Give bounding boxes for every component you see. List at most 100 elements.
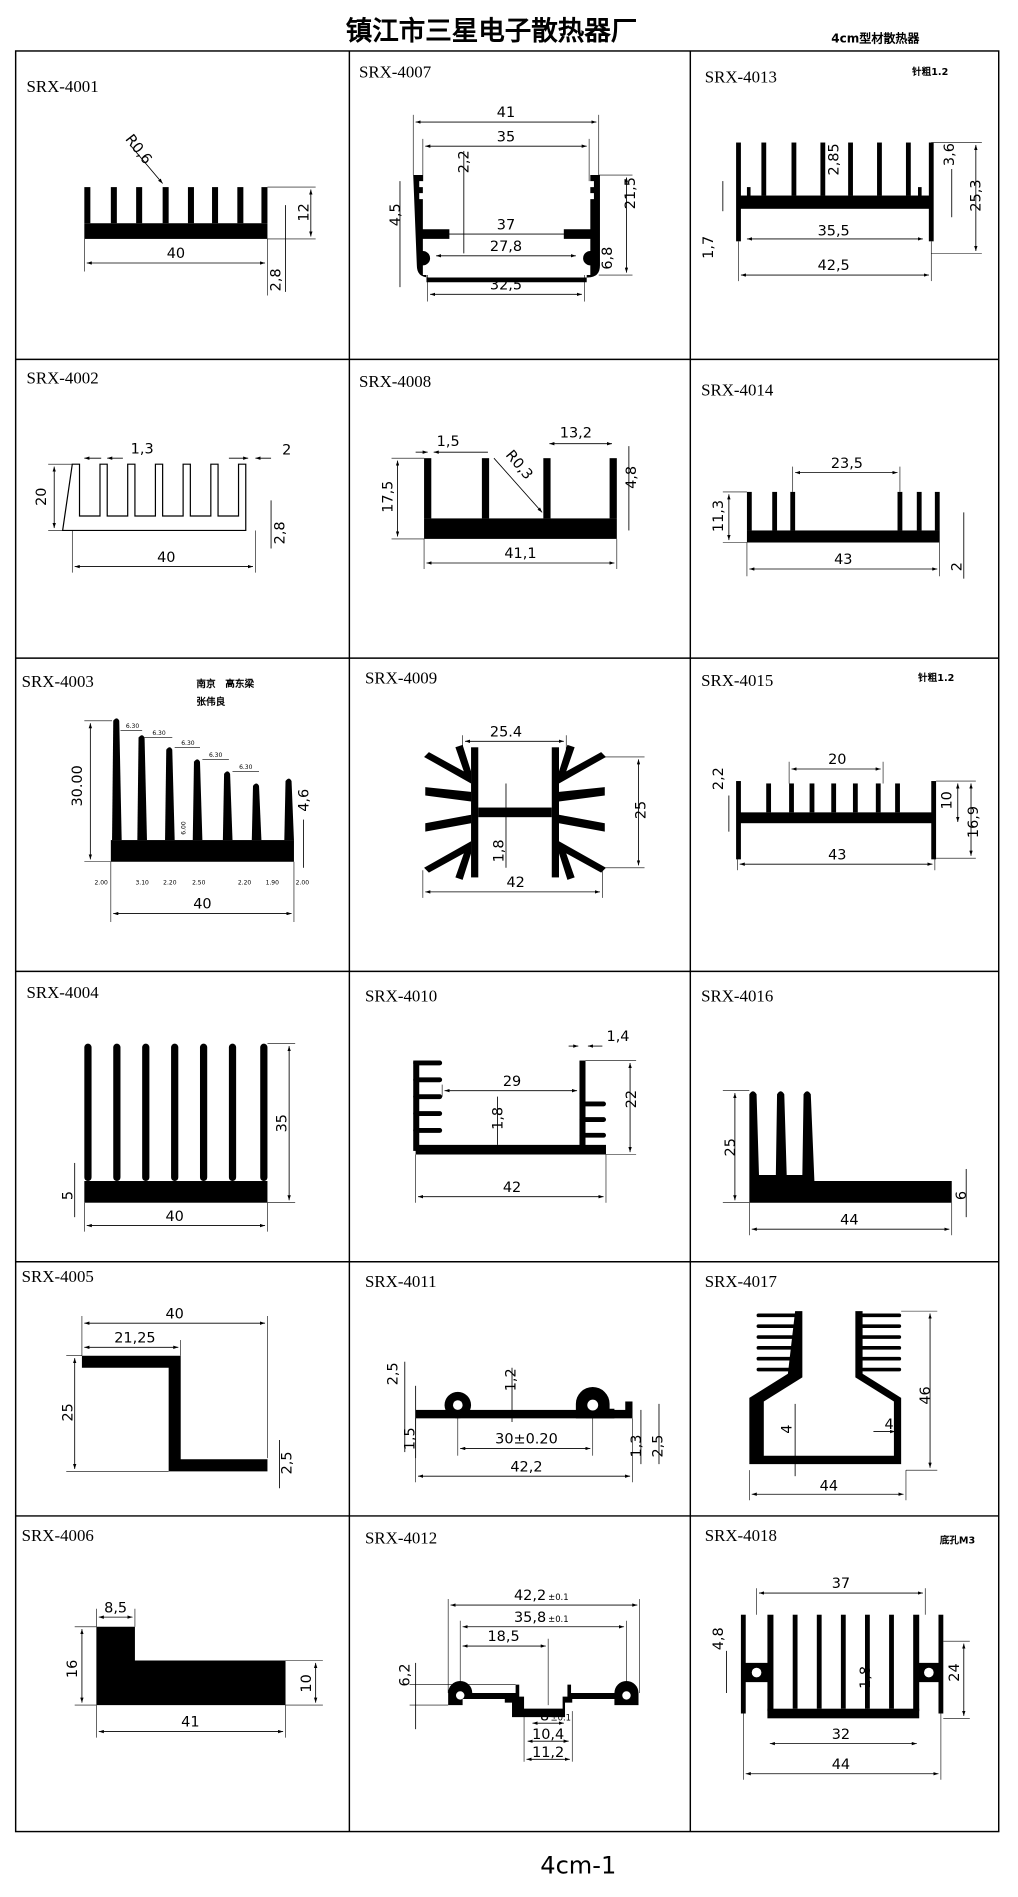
model-label: SRX-4003: [22, 672, 94, 691]
profile-drawing: [409, 1599, 641, 1762]
cell-srx-4016: SRX-4016 25 6 44: [701, 987, 970, 1236]
dim-10-4: 10,4: [532, 1727, 564, 1743]
page-subtitle: 4cm型材散热器: [831, 31, 920, 46]
model-label: SRX-4002: [27, 368, 99, 387]
dim-30-tol: 30±0.20: [495, 1432, 558, 1448]
dim-6-8: 6,8: [600, 247, 616, 270]
dim-4-5: 4,5: [388, 203, 404, 226]
dim-30: 30.00: [70, 765, 86, 806]
dim-2-5: 2,5: [386, 1362, 402, 1385]
bottom-label: 2.20: [238, 880, 252, 887]
profile-drawing: [722, 1090, 967, 1236]
dim-21-25: 21,25: [114, 1330, 155, 1346]
profile-drawing: [48, 456, 272, 573]
dim-4-wall: 4: [780, 1425, 796, 1434]
dim-4-6: 4,6: [296, 789, 312, 812]
dim-16-9: 16,9: [966, 806, 982, 838]
dim-8-5: 8,5: [104, 1600, 127, 1616]
dim-24: 24: [947, 1663, 963, 1681]
profile-drawing: [722, 466, 965, 579]
model-label: SRX-4009: [365, 668, 437, 687]
dim-10: 10: [299, 1674, 315, 1692]
cell-srx-4013: SRX-4013 针粗1.2 2,85 3,6 25,3 1,7 35,5 42…: [701, 66, 985, 282]
model-label: SRX-4015: [701, 671, 773, 690]
cell-srx-4012: SRX-4012 42,2 ±0.1 35,8 ±0.1 18,5 6,2 8 …: [365, 1529, 641, 1762]
dim-1-5: 1,5: [402, 1427, 418, 1450]
model-label: SRX-4004: [27, 983, 100, 1002]
model-label: SRX-4013: [705, 67, 777, 86]
dim-1-5: 1,5: [437, 434, 460, 450]
dim-25: 25: [60, 1403, 76, 1421]
dim-2-5-right: 2,5: [651, 1435, 667, 1458]
dim-29: 29: [503, 1074, 521, 1090]
model-label: SRX-4016: [701, 987, 773, 1006]
dim-22: 22: [624, 1090, 640, 1108]
page-title: 镇江市三星电子散热器厂: [346, 16, 638, 47]
dim-2-2: 2,2: [457, 150, 473, 173]
bottom-label: 2.20: [163, 880, 177, 887]
pitch-label: 6.30: [239, 764, 253, 771]
dim-13-2: 13,2: [560, 426, 592, 442]
dim-17-5: 17,5: [381, 481, 397, 513]
dim-6-2: 6,2: [398, 1663, 414, 1686]
dim-2-2: 2,2: [711, 767, 727, 790]
cell-srx-4005: SRX-4005 40 21,25 25 2,5: [22, 1267, 296, 1489]
dim-43: 43: [828, 847, 846, 863]
dim-1-8: 1,8: [858, 1666, 874, 1689]
dim-1-3: 1,3: [629, 1435, 645, 1458]
profile-drawing: [84, 144, 316, 296]
profile-drawing: [74, 1043, 296, 1232]
model-label: SRX-4017: [705, 1272, 777, 1291]
bottom-label: 1.90: [266, 880, 280, 887]
dim-35: 35: [275, 1114, 291, 1132]
dim-2: 2: [949, 562, 965, 571]
profile-drawing: [391, 442, 630, 570]
bottom-label: 2.00: [296, 880, 310, 887]
dim-16: 16: [65, 1660, 81, 1678]
model-label: SRX-4014: [701, 381, 774, 400]
dim-23-5: 23,5: [831, 456, 863, 472]
dim-35-8: 35,8: [514, 1610, 546, 1626]
dim-2-8: 2,8: [269, 268, 285, 291]
dim-43: 43: [834, 552, 852, 568]
model-label: SRX-4006: [22, 1526, 94, 1545]
dim-1-2: 1,2: [504, 1368, 520, 1391]
catalog-grid: [14, 50, 1000, 1833]
dim-42-5: 42,5: [818, 258, 850, 274]
dim-r03: R0,3: [502, 447, 535, 483]
cell-srx-4004: SRX-4004 35 5 40: [27, 983, 296, 1232]
dim-42-2: 42,2: [510, 1459, 542, 1475]
dim-6: 6: [954, 1191, 970, 1200]
dim-10: 10: [940, 791, 956, 809]
model-label: SRX-4005: [22, 1267, 94, 1286]
dim-12: 12: [296, 203, 312, 221]
cell-srx-4011: SRX-4011 2,5 1,2 1,5 30±0.20 42,2 1,3 2,…: [365, 1272, 667, 1483]
dim-1-8: 1,8: [490, 1107, 506, 1130]
dim-4-8: 4,8: [711, 1627, 727, 1650]
dim-2-5: 2,5: [280, 1451, 296, 1474]
cell-srx-4009: SRX-4009 25.4 25 1,8 42: [365, 668, 650, 898]
dim-1-4: 1,4: [607, 1029, 630, 1045]
profile-drawing: [722, 142, 982, 282]
dim-25-4: 25.4: [490, 724, 522, 740]
dim-25: 25: [634, 801, 650, 819]
pin-note: 针粗1.2: [918, 672, 954, 684]
page-number: 4cm-1: [540, 1852, 616, 1880]
dim-21-5: 21,5: [623, 177, 639, 209]
dim-42: 42: [506, 875, 524, 891]
dim-42-2: 42,2: [514, 1588, 546, 1604]
dim-6-00: 6.00: [181, 821, 188, 835]
hole-note: 底孔M3: [940, 1535, 976, 1547]
model-label: SRX-4001: [27, 77, 99, 96]
dim-27-8: 27,8: [490, 239, 522, 255]
cell-srx-4010: SRX-4010 1,4 29 22 1,8 42: [365, 987, 640, 1203]
dim-42: 42: [503, 1180, 521, 1196]
bottom-label: 2.50: [192, 880, 206, 887]
profile-drawing: [726, 1588, 970, 1780]
dim-1-7: 1,7: [701, 236, 717, 259]
dim-11-2: 11,2: [532, 1745, 564, 1761]
pitch-label: 6.30: [181, 740, 195, 747]
dim-2-8: 2,8: [272, 521, 288, 544]
dim-4-side: 4: [884, 1417, 893, 1433]
